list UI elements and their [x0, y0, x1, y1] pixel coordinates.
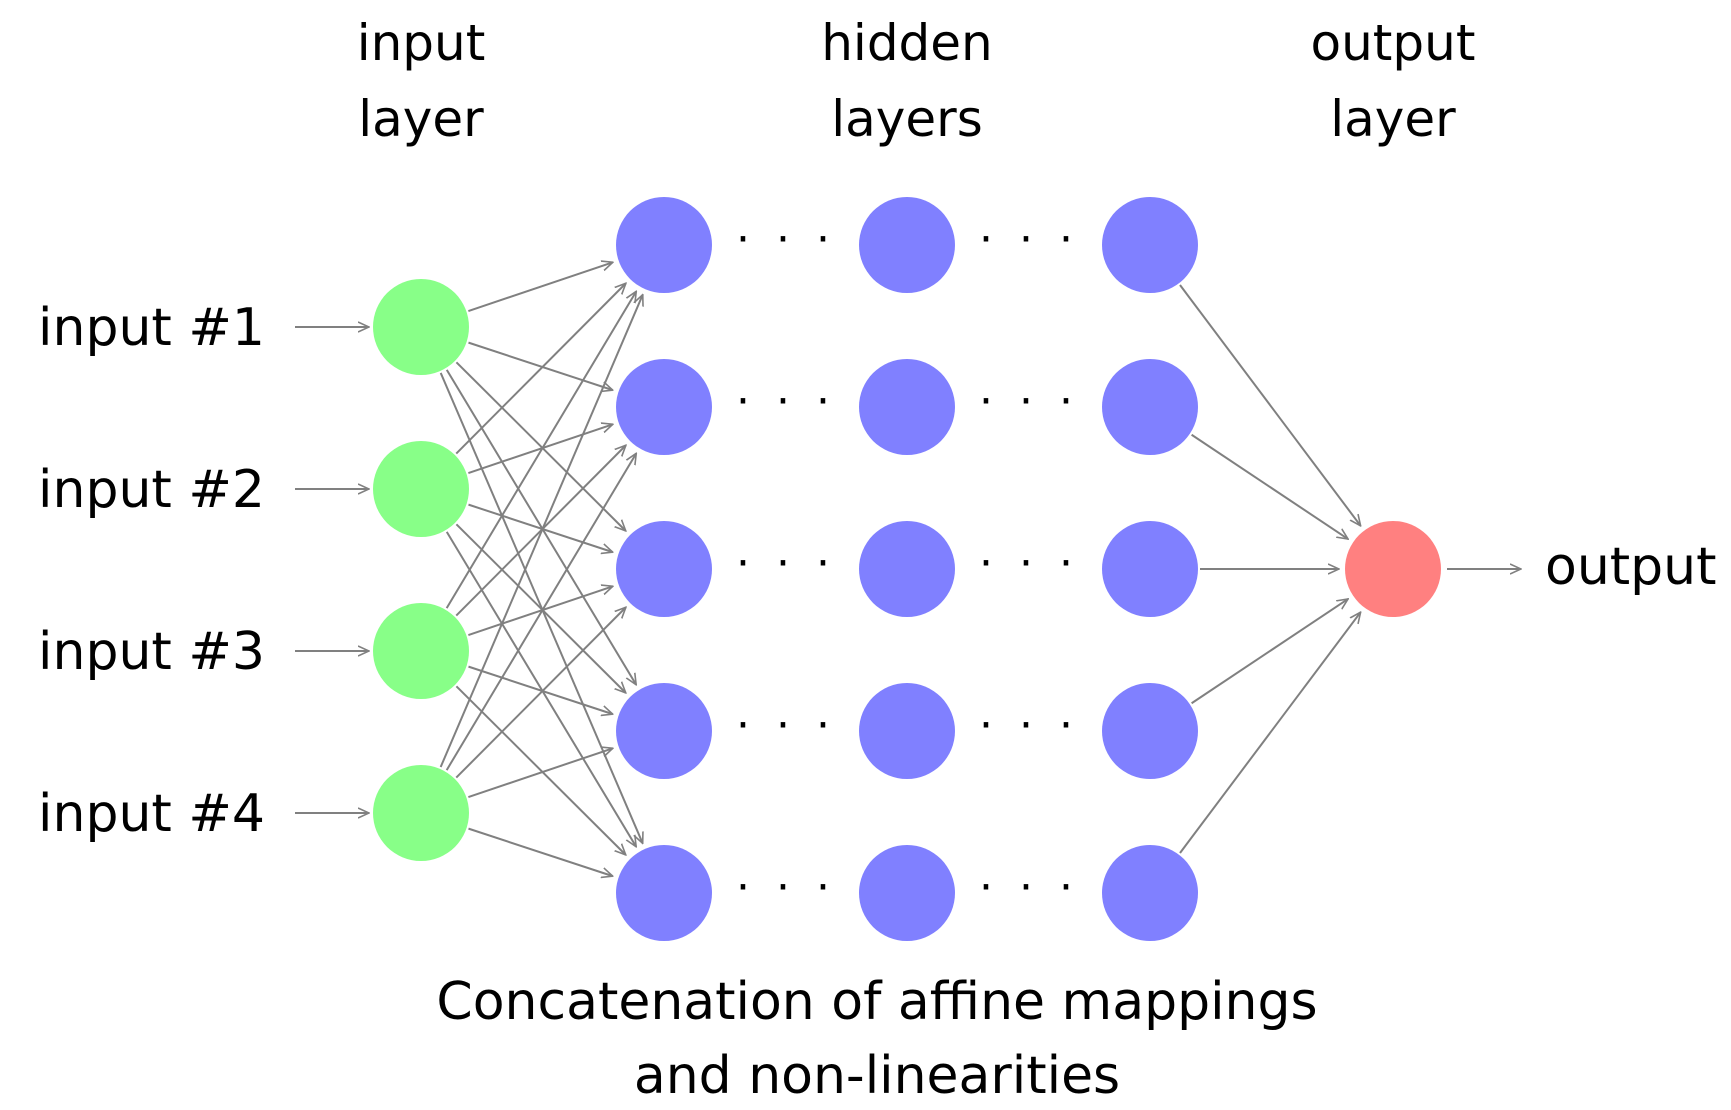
edge-input-2-hidden-3 — [468, 503, 612, 552]
input-layer-header-line1: input — [357, 14, 486, 72]
hidden-node-1-2 — [616, 359, 712, 455]
input-label-3: input #3 — [38, 622, 265, 682]
edge-input-2-hidden-2 — [468, 424, 612, 474]
edge-input-2-hidden-1 — [455, 283, 626, 455]
edge-input-1-hidden-3 — [455, 361, 625, 531]
edge-input-4-hidden-5 — [468, 827, 612, 876]
edge-input-3-hidden-4 — [468, 665, 612, 714]
hidden-node-1-5 — [616, 845, 712, 941]
input-node-3 — [373, 603, 469, 699]
edge-input-4-hidden-2 — [445, 453, 637, 771]
edge-input-1-hidden-1 — [468, 262, 612, 312]
ellipsis-row-2b: · · · — [979, 376, 1079, 427]
edge-input-3-hidden-1 — [445, 291, 637, 609]
edge-input-1-hidden-2 — [468, 341, 612, 390]
edges — [295, 262, 1521, 876]
hidden-node-3-4 — [1102, 683, 1198, 779]
ellipsis-row-3b: · · · — [979, 538, 1079, 589]
hidden-node-1-1 — [616, 197, 712, 293]
ellipsis-row-4b: · · · — [979, 700, 1079, 751]
edge-hidden-2-output — [1191, 433, 1348, 539]
ellipsis-row-2a: · · · — [736, 376, 836, 427]
input-layer-header-line2: layer — [358, 90, 484, 148]
edge-hidden-4-output — [1191, 599, 1348, 705]
input-label-1: input #1 — [38, 298, 265, 358]
input-node-2 — [373, 441, 469, 537]
hidden-node-3-2 — [1102, 359, 1198, 455]
caption-line-1: Concatenation of affine mappings — [436, 972, 1317, 1032]
hidden-node-2-2 — [859, 359, 955, 455]
hidden-layers-header-line2: layers — [831, 90, 983, 148]
hidden-node-2-4 — [859, 683, 955, 779]
input-label-4: input #4 — [38, 784, 265, 844]
ellipsis-row-1b: · · · — [979, 214, 1079, 265]
output-layer-header-line1: output — [1311, 14, 1476, 72]
input-node-1 — [373, 279, 469, 375]
output-node — [1345, 521, 1441, 617]
edge-input-4-hidden-1 — [439, 295, 643, 768]
input-label-2: input #2 — [38, 460, 265, 520]
edge-hidden-1-output — [1179, 284, 1361, 526]
ellipsis-row-5a: · · · — [736, 862, 836, 913]
edge-input-1-hidden-4 — [445, 369, 636, 685]
ellipsis-row-3a: · · · — [736, 538, 836, 589]
edge-hidden-5-output — [1179, 612, 1361, 854]
hidden-node-3-5 — [1102, 845, 1198, 941]
hidden-node-2-3 — [859, 521, 955, 617]
output-layer-header-line2: layer — [1330, 90, 1456, 148]
hidden-layers-header-line1: hidden — [821, 14, 993, 72]
output-label: output — [1545, 537, 1717, 597]
nodes — [373, 197, 1441, 941]
edge-input-4-hidden-3 — [455, 607, 626, 779]
hidden-node-2-5 — [859, 845, 955, 941]
edge-input-2-hidden-4 — [455, 523, 625, 693]
ellipsis-row-4a: · · · — [736, 700, 836, 751]
hidden-node-3-1 — [1102, 197, 1198, 293]
hidden-node-3-3 — [1102, 521, 1198, 617]
caption-line-2: and non-linearities — [634, 1046, 1120, 1106]
input-node-4 — [373, 765, 469, 861]
edge-input-3-hidden-5 — [455, 685, 625, 855]
edge-input-2-hidden-5 — [445, 531, 636, 847]
hidden-node-1-3 — [616, 521, 712, 617]
ellipsis-row-5b: · · · — [979, 862, 1079, 913]
edge-input-3-hidden-3 — [468, 586, 612, 636]
edge-input-4-hidden-4 — [468, 748, 612, 798]
hidden-node-1-4 — [616, 683, 712, 779]
ellipsis-row-1a: · · · — [736, 214, 836, 265]
hidden-node-2-1 — [859, 197, 955, 293]
